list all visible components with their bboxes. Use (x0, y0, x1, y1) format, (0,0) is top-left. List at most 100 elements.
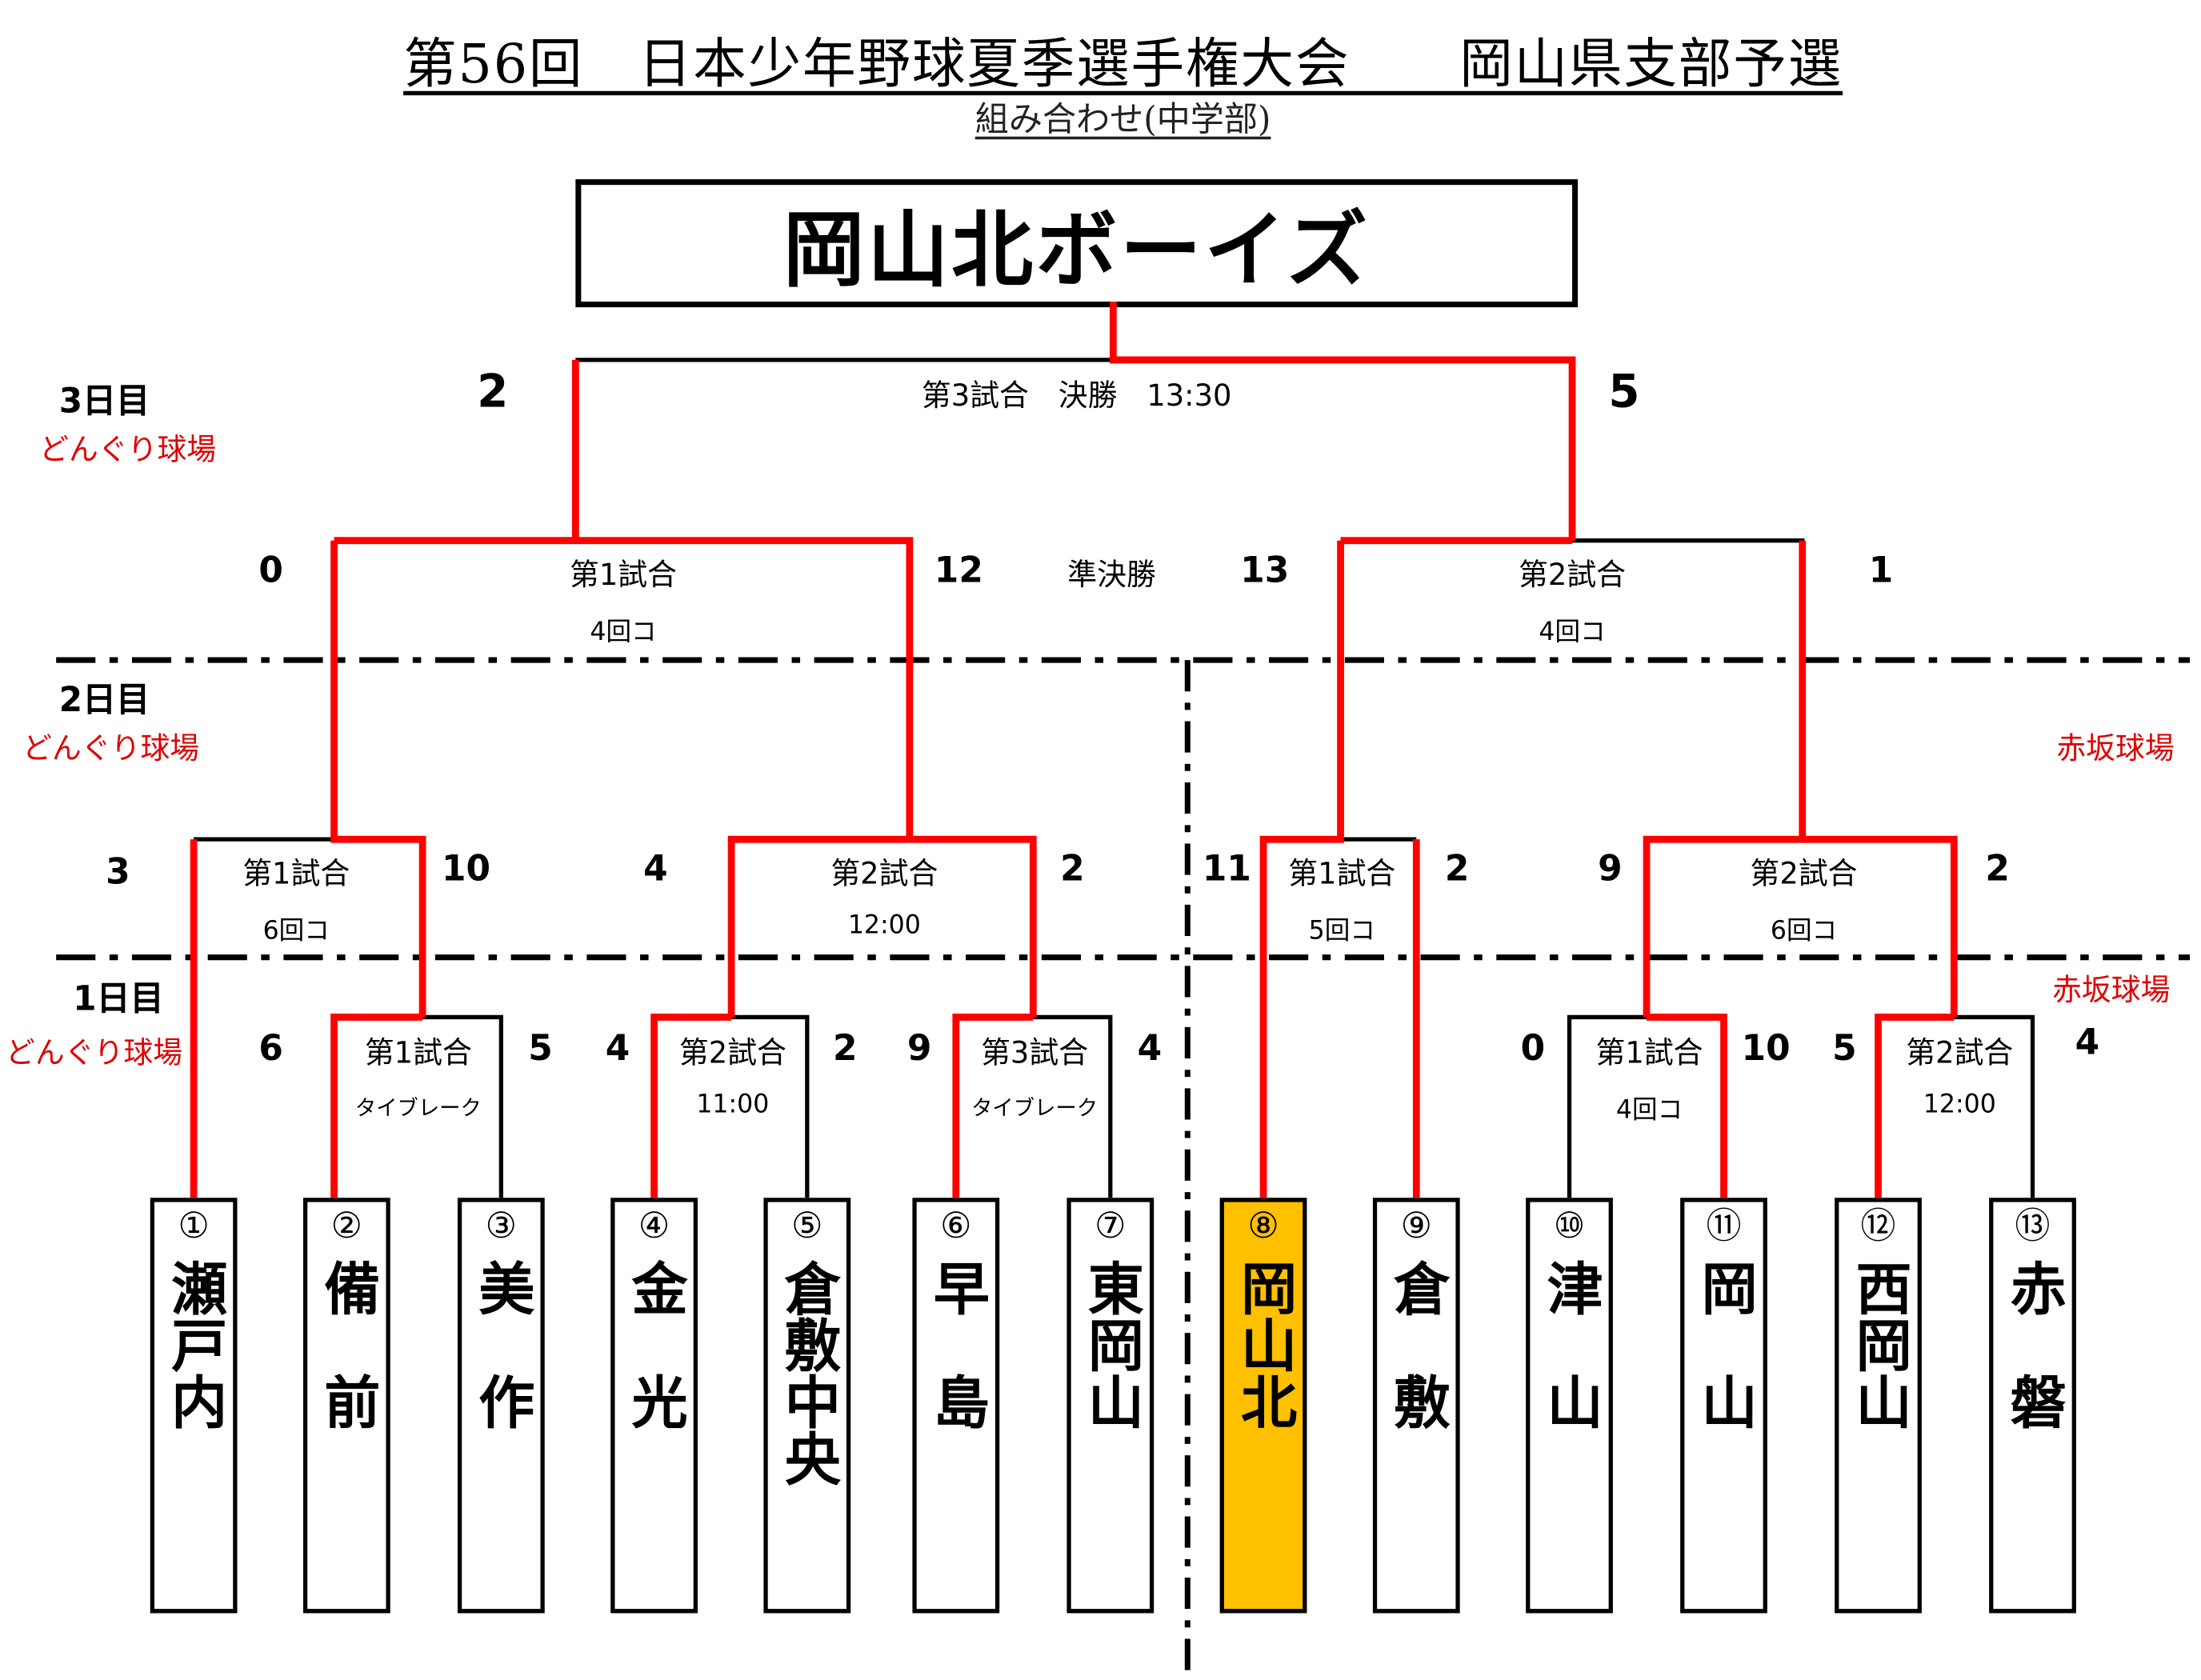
line (1875, 1013, 1955, 1198)
day1-match-note: タイブレーク (971, 1095, 1098, 1122)
day1-venue-right: 赤坂球場 (2052, 973, 2171, 1007)
team-name: 東岡山 (1078, 1258, 1143, 1430)
semifinal-left-score-left: 0 (258, 549, 283, 590)
day2-match-score-left: 11 (1202, 847, 1251, 890)
semifinal-round-label: 準決勝 (1067, 558, 1156, 592)
day2-match-score-left: 3 (106, 850, 130, 892)
day1-match-score-left: 9 (906, 1026, 932, 1069)
semifinal-right-score-right: 1 (1868, 549, 1894, 590)
line (330, 540, 426, 1018)
day1-match-label: 第2試合 (678, 1035, 786, 1070)
day1-match-label: 第1試合 (1595, 1035, 1703, 1070)
team-number: ⑥ (940, 1205, 972, 1246)
semifinal-right-score-left: 13 (1240, 549, 1290, 590)
line (334, 537, 914, 840)
line (1802, 835, 1958, 1018)
day2-match-label: 第2試合 (1750, 856, 1858, 891)
day2-match-score-left: 4 (643, 847, 668, 890)
day1-match-score-right: 5 (528, 1026, 553, 1069)
day2-match-note: 6回コ (1770, 916, 1838, 946)
team-name: 金 光 (622, 1258, 686, 1430)
page-subtitle: 組み合わせ(中学部) (974, 99, 1271, 140)
day2-match-note: 5回コ (1308, 916, 1375, 946)
line (650, 1013, 732, 1198)
final-score-left: 2 (477, 364, 509, 418)
day1-match-label: 第2試合 (1906, 1035, 2014, 1070)
team-number: ⑩ (1553, 1205, 1586, 1246)
line (1954, 1014, 2035, 1198)
day1-match-score-right: 4 (1137, 1026, 1163, 1069)
team-box: ⑥ 早 島 (912, 1198, 1000, 1614)
team-name: 西岡山 (1846, 1258, 1911, 1430)
line (1567, 1014, 1647, 1198)
team-name: 津 山 (1537, 1258, 1602, 1430)
day2-match-label: 第1試合 (242, 856, 350, 891)
line (330, 1013, 423, 1198)
day1-match-label: 第1試合 (364, 1035, 472, 1070)
day1-match-score-right: 10 (1741, 1026, 1791, 1069)
semifinal-left-label: 第1試合 (569, 558, 677, 592)
line (1647, 1013, 1727, 1198)
team-name: 倉 敷 (1383, 1258, 1449, 1430)
semifinal-left-note: 4回コ (590, 617, 657, 648)
team-number: ④ (638, 1205, 670, 1246)
day1-match-note: 12:00 (1923, 1090, 1996, 1120)
day1-match-label: 第3試合 (981, 1035, 1089, 1070)
team-name: 美 作 (469, 1258, 534, 1430)
day2-match-score-right: 2 (1060, 847, 1085, 890)
day3-label: 3日目 (58, 381, 150, 422)
team-number: ① (178, 1205, 210, 1246)
final-score-right: 5 (1608, 364, 1640, 418)
team-number: ⑪ (1706, 1205, 1742, 1246)
team-number: ⑦ (1094, 1205, 1127, 1246)
champion-box: 岡山北ボーイズ (575, 179, 1579, 308)
day1-venue-left: どんぐり球場 (6, 1035, 183, 1070)
team-name: 岡山北 (1231, 1258, 1296, 1430)
day1-match-score-left: 4 (605, 1026, 630, 1069)
team-box: ⑦ 東岡山 (1066, 1198, 1155, 1614)
day1-match-note: 4回コ (1615, 1095, 1683, 1126)
day1-match-score-left: 0 (1520, 1026, 1546, 1069)
team-number: ⑧ (1247, 1205, 1279, 1246)
day2-venue-right: 赤坂球場 (2056, 730, 2175, 766)
team-box: ① 瀬戸内 (150, 1198, 238, 1614)
day3-venue: どんぐり球場 (39, 432, 217, 467)
team-name: 早 島 (923, 1258, 989, 1430)
team-name: 備 前 (314, 1258, 379, 1430)
line (1109, 301, 1576, 541)
day2-label: 2日目 (58, 679, 150, 720)
winning-lines (190, 301, 1958, 1198)
team-box: ④ 金 光 (610, 1198, 698, 1614)
team-number: ③ (485, 1205, 518, 1246)
line (1033, 1014, 1113, 1198)
team-name: 倉敷中央 (774, 1258, 840, 1487)
team-box: ② 備 前 (302, 1198, 390, 1614)
line (909, 835, 1037, 1018)
day2-venue-left: どんぐり球場 (22, 730, 200, 766)
day1-label: 1日目 (73, 978, 164, 1019)
day1-match-score-right: 2 (832, 1026, 858, 1069)
team-name: 岡 山 (1691, 1258, 1756, 1430)
semifinal-left-score-right: 12 (934, 549, 983, 590)
day1-match-score-left: 5 (1832, 1026, 1857, 1069)
line (952, 1013, 1034, 1198)
team-box: ⑪ 岡 山 (1680, 1198, 1767, 1614)
day2-match-score-left: 9 (1598, 847, 1623, 890)
semifinal-right-note: 4回コ (1539, 617, 1606, 648)
team-number: ② (330, 1205, 363, 1246)
day2-match-label: 第1試合 (1288, 856, 1396, 891)
team-box: ⑩ 津 山 (1526, 1198, 1613, 1614)
day1-match-note: タイブレーク (354, 1095, 482, 1122)
team-number: ⑨ (1400, 1205, 1432, 1246)
team-name: 瀬戸内 (161, 1258, 226, 1430)
line (422, 1014, 503, 1198)
day2-match-score-right: 2 (1444, 847, 1470, 890)
day2-match-score-right: 10 (441, 847, 491, 890)
line (1259, 540, 1344, 1198)
semifinal-right-label: 第2試合 (1519, 558, 1627, 592)
day1-match-score-left: 6 (258, 1026, 283, 1069)
